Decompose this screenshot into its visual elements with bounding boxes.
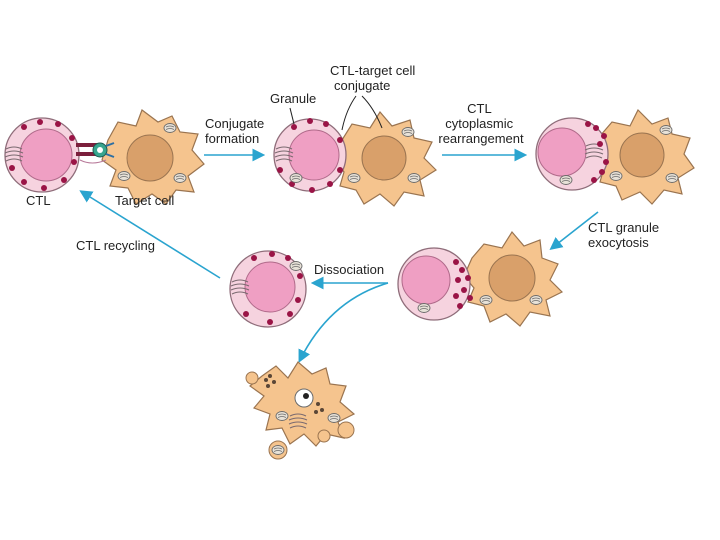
granules-1 bbox=[9, 119, 77, 191]
arrow-granule-exocytosis bbox=[549, 211, 599, 250]
ctl-nucleus-3 bbox=[537, 127, 587, 177]
ctl-nucleus-5 bbox=[244, 261, 296, 313]
stage-5-free-ctl bbox=[229, 250, 307, 328]
chromatin-clumps bbox=[264, 374, 324, 414]
stage-4-exocytosis bbox=[397, 230, 564, 327]
granule-label: Granule bbox=[270, 91, 316, 106]
stage-1-ctl-and-target bbox=[4, 109, 205, 205]
target-nucleus-3 bbox=[619, 132, 665, 178]
arrow-to-apoptosis bbox=[298, 282, 389, 363]
ctl-nucleus-1 bbox=[19, 128, 73, 182]
granules-3 bbox=[585, 121, 609, 183]
rearrangement-label: CTL cytoplasmic rearrangement bbox=[438, 101, 524, 146]
stage-3-rearranged bbox=[535, 108, 695, 205]
dissociation-label: Dissociation bbox=[314, 262, 384, 277]
conjugate-formation-label: Conjugate formation bbox=[205, 116, 268, 146]
target-nucleus-2 bbox=[361, 135, 407, 181]
target-nucleus-4 bbox=[488, 254, 536, 302]
exocytosis-label: CTL granule exocytosis bbox=[588, 220, 663, 250]
stage-6-apoptotic-target bbox=[245, 361, 356, 460]
stage-2-conjugate bbox=[273, 110, 437, 207]
target-nucleus-1 bbox=[126, 134, 174, 182]
ctl-nucleus-4 bbox=[401, 255, 451, 305]
arrow-ctl-recycling bbox=[79, 190, 221, 279]
tcr-mhc-contact bbox=[76, 142, 115, 164]
conjugate-label: CTL-target cell conjugate bbox=[330, 63, 419, 93]
granules-5 bbox=[243, 251, 303, 325]
granules-2 bbox=[277, 118, 343, 193]
conjugate-pointer-left bbox=[341, 95, 357, 131]
recycling-label: CTL recycling bbox=[76, 238, 155, 253]
ctl-nucleus-2 bbox=[288, 129, 340, 181]
granules-4 bbox=[453, 259, 473, 309]
apoptotic-bodies bbox=[245, 371, 355, 460]
target-cell-label: Target cell bbox=[115, 193, 174, 208]
granule-pointer bbox=[289, 107, 295, 125]
ctl-label: CTL bbox=[26, 193, 51, 208]
conjugate-pointer-right bbox=[361, 95, 383, 129]
